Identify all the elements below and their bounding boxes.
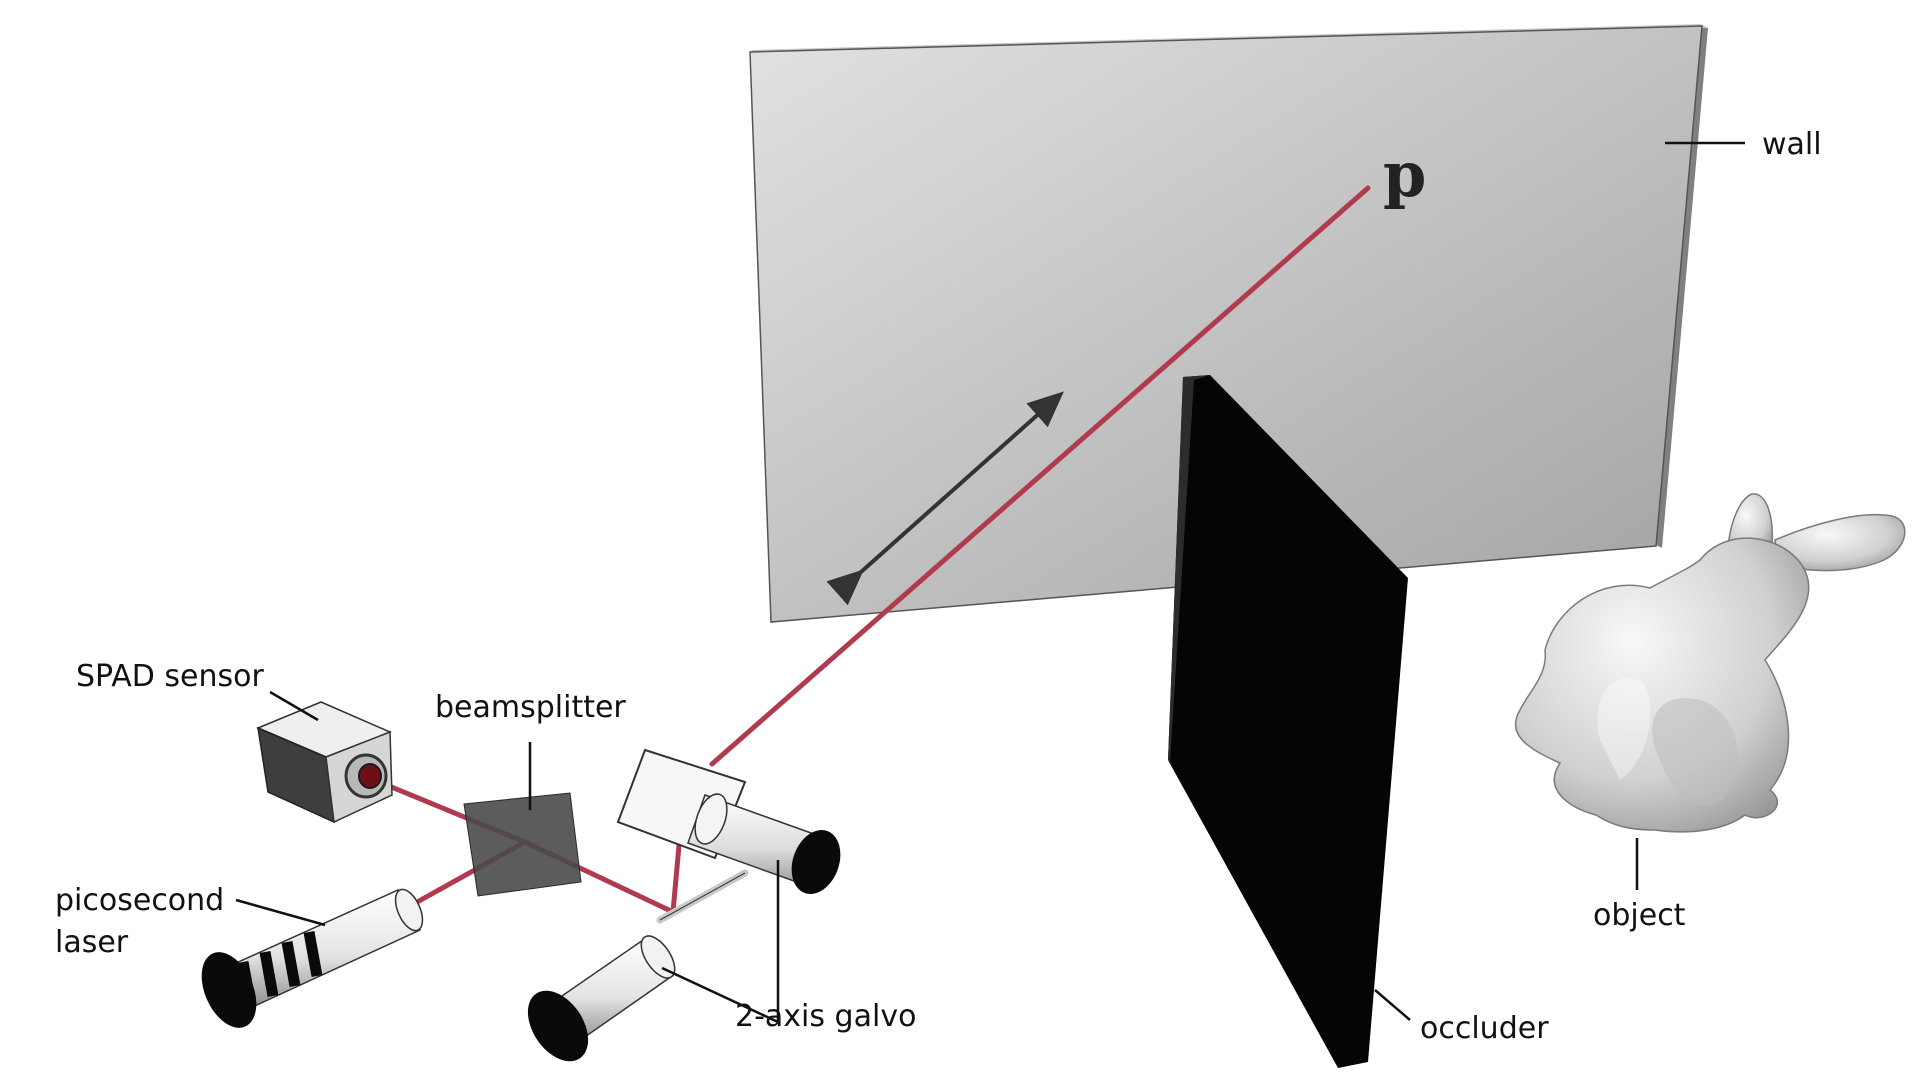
laser-fin-3 <box>281 941 301 987</box>
laser-label-line2: laser <box>55 925 129 960</box>
galvo-leader-lines <box>661 860 780 1024</box>
bunny-body <box>1514 537 1810 833</box>
galvo-label: 2-axis galvo <box>735 999 916 1034</box>
laser-label-line1: picosecond <box>55 883 224 918</box>
occluder-front <box>1168 375 1408 1068</box>
occluder-label: occluder <box>1420 1011 1549 1046</box>
bunny-object <box>1514 493 1906 833</box>
laser-output-end <box>394 888 424 932</box>
galvo-lower-shaft-outline <box>659 872 746 921</box>
beam-galvo-to-wall <box>709 185 1371 767</box>
bunny-haunch-shading <box>1652 698 1738 806</box>
galvo-lower-motor-cap <box>527 990 589 1062</box>
galvo-upper-motor-face <box>694 793 728 845</box>
wall-label: wall <box>1762 127 1822 162</box>
picosecond-laser <box>201 888 424 1028</box>
bunny-ear-right <box>1774 513 1906 572</box>
beamsplitter-plate <box>463 792 582 897</box>
beamsplitter-label: beamsplitter <box>435 690 626 725</box>
point-p-label: p <box>1383 138 1426 211</box>
spad-label: SPAD sensor <box>76 659 264 694</box>
galvo-lower-motor-face <box>640 935 676 979</box>
occluder <box>1168 375 1408 1068</box>
spad-sensor <box>256 701 393 824</box>
spad-lens-aperture <box>358 763 382 789</box>
laser-back-cap <box>201 952 257 1028</box>
galvo-upper-motor-cap <box>791 830 841 894</box>
laser-fin-4 <box>303 931 323 977</box>
laser-leader-line <box>235 898 326 927</box>
distance-arrow <box>826 391 1064 606</box>
bunny-belly-shading <box>1597 678 1651 780</box>
spad-leader-line <box>269 690 319 722</box>
occluder-edge <box>1168 375 1210 762</box>
occluder-leader-line <box>1374 989 1411 1021</box>
object-label: object <box>1593 898 1686 933</box>
galvo-assembly <box>527 748 841 1062</box>
laser-fin-2 <box>259 951 279 997</box>
